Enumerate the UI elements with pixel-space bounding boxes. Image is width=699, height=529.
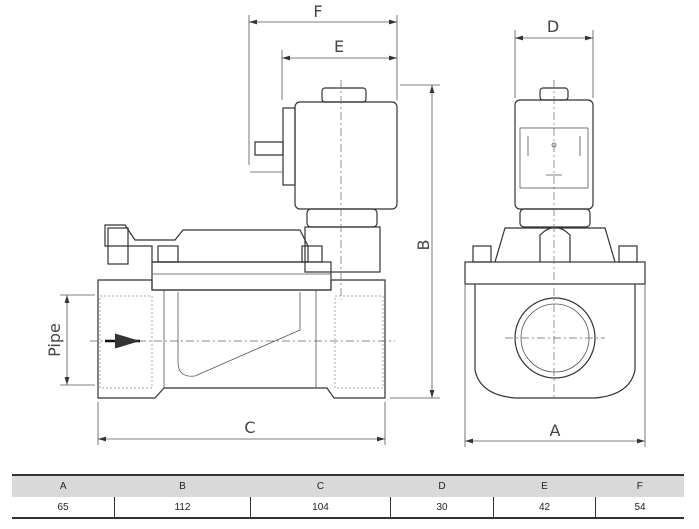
header-f: F <box>595 474 684 497</box>
dim-label-d: D <box>547 17 559 36</box>
value-f: 54 <box>595 497 684 519</box>
dimensions-table: A B C D E F 65 112 104 30 42 54 <box>12 474 684 519</box>
side-view <box>60 15 440 445</box>
dim-label-a: A <box>550 421 561 440</box>
value-d: 30 <box>390 497 494 519</box>
valve-technical-drawing: F E B C Pipe D A <box>45 2 646 447</box>
dim-label-pipe: Pipe <box>45 323 64 357</box>
header-a: A <box>12 474 115 497</box>
header-c: C <box>250 474 391 497</box>
value-c: 104 <box>250 497 391 519</box>
header-d: D <box>390 474 494 497</box>
dim-label-f: F <box>313 2 322 21</box>
value-a: 65 <box>12 497 115 519</box>
table-header-row: A B C D E F <box>12 474 684 497</box>
dim-label-e: E <box>334 37 344 56</box>
value-b: 112 <box>114 497 251 519</box>
value-e: 42 <box>493 497 596 519</box>
front-view <box>464 30 646 447</box>
dim-label-b: B <box>414 240 433 251</box>
dim-label-c: C <box>244 418 255 437</box>
header-b: B <box>114 474 251 497</box>
table-row: 65 112 104 30 42 54 <box>12 497 684 519</box>
header-e: E <box>493 474 596 497</box>
